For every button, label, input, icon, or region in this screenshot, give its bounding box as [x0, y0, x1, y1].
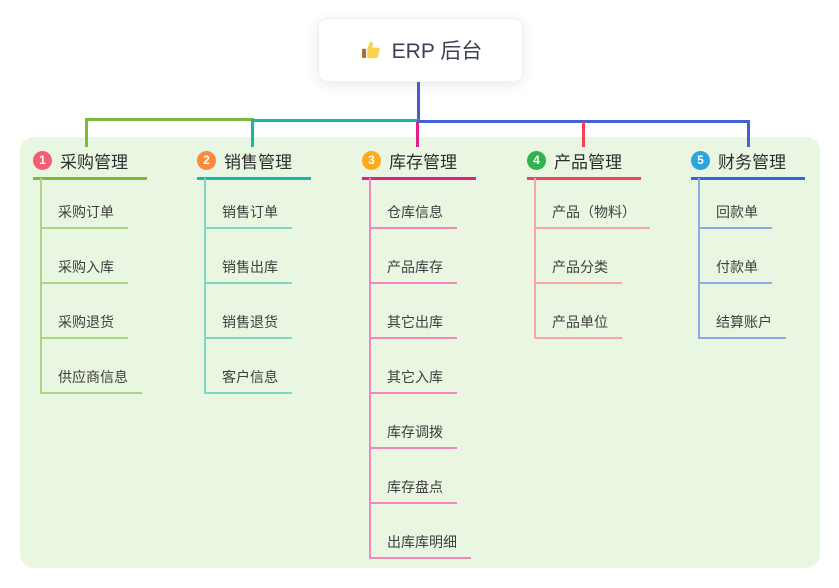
- child-node[interactable]: 结算账户: [698, 284, 786, 339]
- connector-bus-green: [85, 118, 254, 121]
- child-node[interactable]: 供应商信息: [40, 339, 142, 394]
- branch-product: 4 产品管理 产品（物料） 产品分类 产品单位: [527, 149, 650, 339]
- child-node[interactable]: 出库库明细: [369, 504, 471, 559]
- branch-trunk-line: [534, 178, 536, 339]
- branch-title: 产品管理: [554, 152, 622, 172]
- branch-title: 财务管理: [718, 152, 786, 172]
- branch-number-badge: 1: [33, 150, 52, 170]
- child-node[interactable]: 销售订单: [204, 180, 292, 229]
- branch-purchase-header[interactable]: 1 采购管理: [33, 149, 147, 180]
- connector-bus-blue: [417, 120, 750, 123]
- child-node[interactable]: 库存调拨: [369, 394, 457, 449]
- child-node[interactable]: 采购入库: [40, 229, 128, 284]
- branch-title: 采购管理: [60, 152, 128, 172]
- child-node[interactable]: 销售出库: [204, 229, 292, 284]
- root-node[interactable]: ERP 后台: [318, 18, 523, 82]
- connector-bus-teal: [251, 119, 419, 122]
- child-node[interactable]: 回款单: [698, 180, 772, 229]
- branch-title: 库存管理: [389, 152, 457, 172]
- branch-number-badge: 2: [197, 150, 216, 170]
- root-node-label: ERP 后台: [391, 40, 483, 63]
- child-node[interactable]: 产品分类: [534, 229, 622, 284]
- connector-drop-branch2: [251, 119, 254, 147]
- connector-drop-branch1: [85, 118, 88, 147]
- child-node[interactable]: 产品单位: [534, 284, 622, 339]
- branch-inventory: 3 库存管理 仓库信息 产品库存 其它出库 其它入库 库存调拨 库存盘点 出库库…: [362, 149, 476, 559]
- branch-trunk-line: [40, 178, 42, 394]
- child-node[interactable]: 其它出库: [369, 284, 457, 339]
- child-node[interactable]: 库存盘点: [369, 449, 457, 504]
- branch-finance-header[interactable]: 5 财务管理: [691, 149, 805, 180]
- child-node[interactable]: 其它入库: [369, 339, 457, 394]
- branch-inventory-header[interactable]: 3 库存管理: [362, 149, 476, 180]
- branch-finance: 5 财务管理 回款单 付款单 结算账户: [691, 149, 805, 339]
- branches-panel: [20, 137, 820, 568]
- child-node[interactable]: 产品库存: [369, 229, 457, 284]
- child-node[interactable]: 仓库信息: [369, 180, 457, 229]
- branch-trunk-line: [698, 178, 700, 339]
- child-node[interactable]: 采购订单: [40, 180, 128, 229]
- connector-drop-branch3: [416, 122, 419, 147]
- branch-trunk-line: [369, 178, 371, 559]
- branch-sales-header[interactable]: 2 销售管理: [197, 149, 311, 180]
- child-node[interactable]: 客户信息: [204, 339, 292, 394]
- branch-trunk-line: [204, 178, 206, 394]
- child-node[interactable]: 付款单: [698, 229, 772, 284]
- connector-drop-branch4: [582, 122, 585, 147]
- branch-sales: 2 销售管理 销售订单 销售出库 销售退货 客户信息: [197, 149, 311, 394]
- child-node[interactable]: 产品（物料）: [534, 180, 650, 229]
- branch-number-badge: 4: [527, 150, 546, 170]
- child-node[interactable]: 销售退货: [204, 284, 292, 339]
- child-node[interactable]: 采购退货: [40, 284, 128, 339]
- branch-purchase: 1 采购管理 采购订单 采购入库 采购退货 供应商信息: [33, 149, 147, 394]
- branch-number-badge: 3: [362, 150, 381, 170]
- thumbs-up-icon: [361, 41, 380, 58]
- branch-product-header[interactable]: 4 产品管理: [527, 149, 641, 180]
- connector-drop-branch5: [747, 120, 750, 147]
- branch-title: 销售管理: [224, 152, 292, 172]
- branch-number-badge: 5: [691, 150, 710, 170]
- connector-root-stem: [417, 82, 420, 121]
